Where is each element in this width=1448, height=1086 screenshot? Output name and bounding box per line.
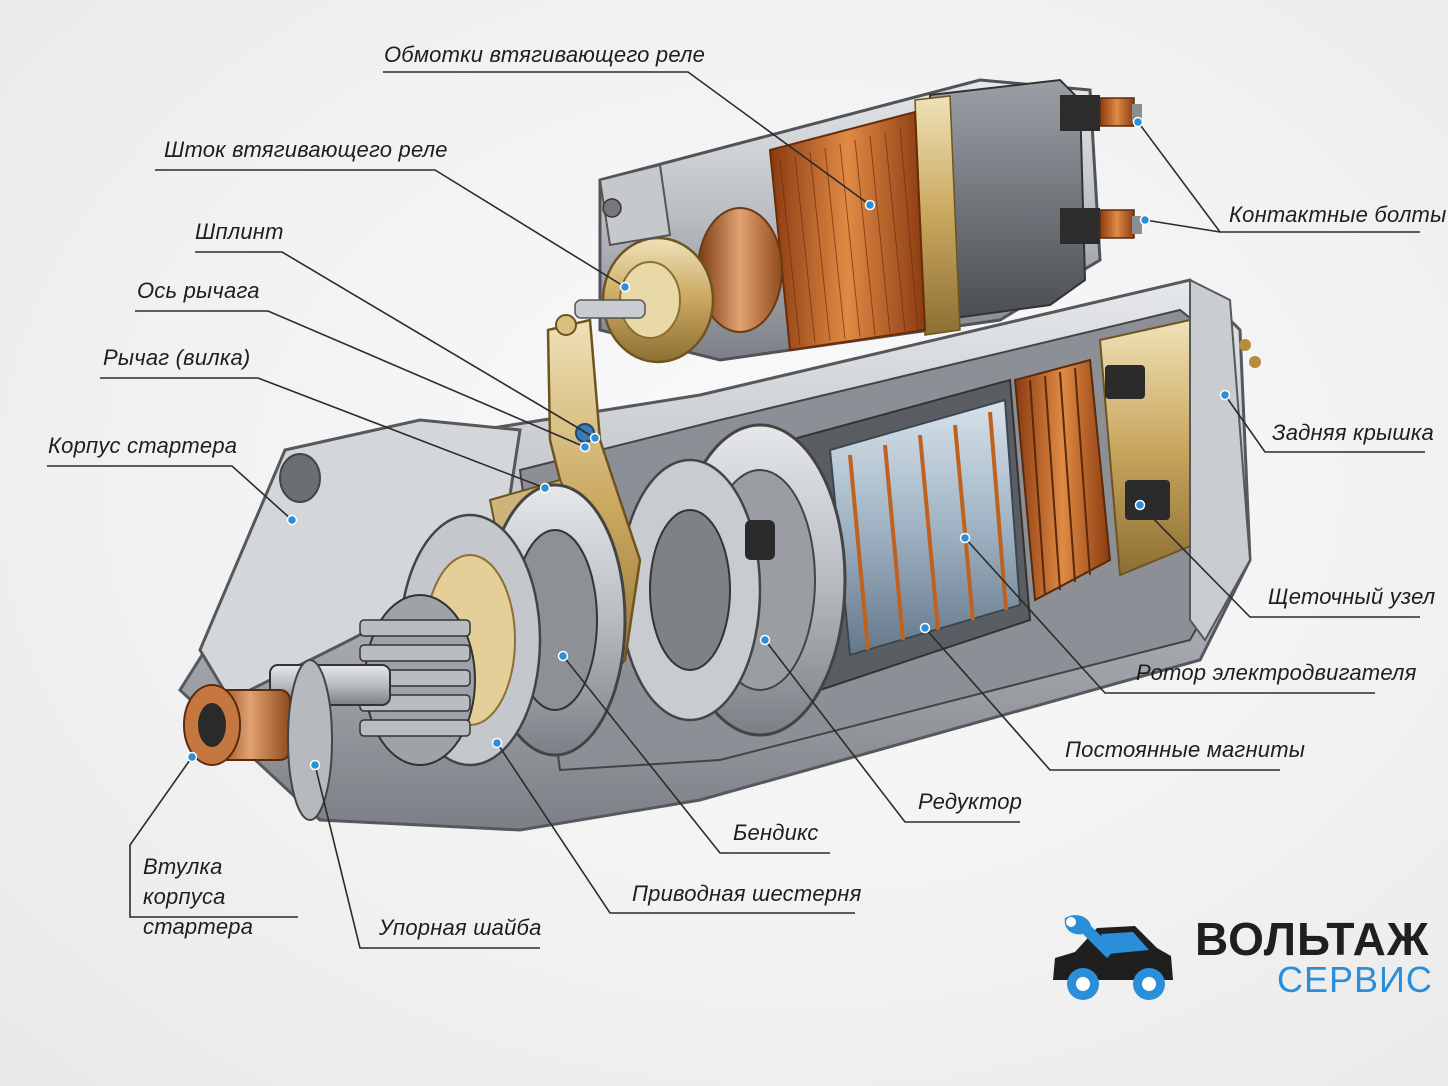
leader-starter-housing [47,465,293,521]
leader-cotter-pin [195,251,596,439]
leader-bendix [562,655,830,854]
label-brush-assembly: Щеточный узел [1268,584,1436,609]
label-bendix: Бендикс [733,820,819,845]
dot-starter-housing [286,514,298,526]
leader-solenoid-plunger [155,169,626,288]
dot-lever-axle [579,441,591,453]
motor-shape [788,278,1261,692]
dot-cotter-pin [589,432,601,444]
leader-rotor [964,537,1375,694]
label-cotter-pin: Шплинт [195,219,284,244]
leader-brush-assembly [1139,504,1420,618]
dot-housing-bushing [186,751,198,763]
housing-bushing-shape [183,684,291,766]
dot-contact-bolts-2 [1139,214,1151,226]
label-reducer: Редуктор [918,789,1023,814]
leader-drive-gear [496,742,855,914]
leader-reducer [764,639,1020,823]
dot-rotor [959,532,971,544]
label-housing-bushing: Втулка корпуса стартера [143,854,254,939]
thrust-washer-shape [287,659,333,821]
brand-logo: ВОЛЬТАЖ СЕРВИС [1045,908,1432,1008]
drive-gear-shape [269,594,476,766]
leader-thrust-washer [314,764,540,949]
car-wrench-icon [1053,915,1173,1000]
contact-bolts-shape [1060,95,1142,244]
dot-rear-cover [1219,389,1231,401]
dot-contact-bolts-1 [1132,116,1144,128]
leader-housing-bushing [129,756,298,918]
label-lever-axle: Ось рычага [137,278,260,303]
leader-contact-bolts-2 [1144,219,1221,233]
label-starter-housing: Корпус стартера [48,433,238,458]
dot-lever-fork [539,482,551,494]
leader-solenoid-windings [383,71,871,206]
label-rotor: Ротор электродвигателя [1136,660,1417,685]
leader-lever-fork [100,377,546,489]
label-contact-bolts: Контактные болты [1229,202,1447,227]
leader-lever-axle [135,310,586,448]
leader-rear-cover [1224,394,1425,453]
logo-wordmark-line2: СЕРВИС [1277,959,1433,1000]
dot-bendix [557,650,569,662]
dot-brush-assembly [1134,499,1146,511]
logo-wordmark-line1: ВОЛЬТАЖ [1195,913,1430,965]
label-thrust-washer: Упорная шайба [379,915,542,940]
reducer-shape [618,423,847,737]
dot-solenoid-windings [864,199,876,211]
dot-reducer [759,634,771,646]
label-rear-cover: Задняя крышка [1272,420,1434,445]
leader-lines [47,71,1425,949]
leader-permanent-magnets [924,627,1280,771]
dot-permanent-magnets [919,622,931,634]
label-solenoid-windings: Обмотки втягивающего реле [384,42,706,67]
label-solenoid-plunger: Шток втягивающего реле [164,137,448,162]
label-drive-gear: Приводная шестерня [632,881,862,906]
dot-solenoid-plunger [619,281,631,293]
solenoid-shape [574,78,1102,364]
dot-drive-gear [491,737,503,749]
callout-dots [186,116,1231,771]
label-lever-fork: Рычаг (вилка) [103,345,251,370]
dot-thrust-washer [309,759,321,771]
label-permanent-magnets: Постоянные магниты [1065,737,1306,762]
